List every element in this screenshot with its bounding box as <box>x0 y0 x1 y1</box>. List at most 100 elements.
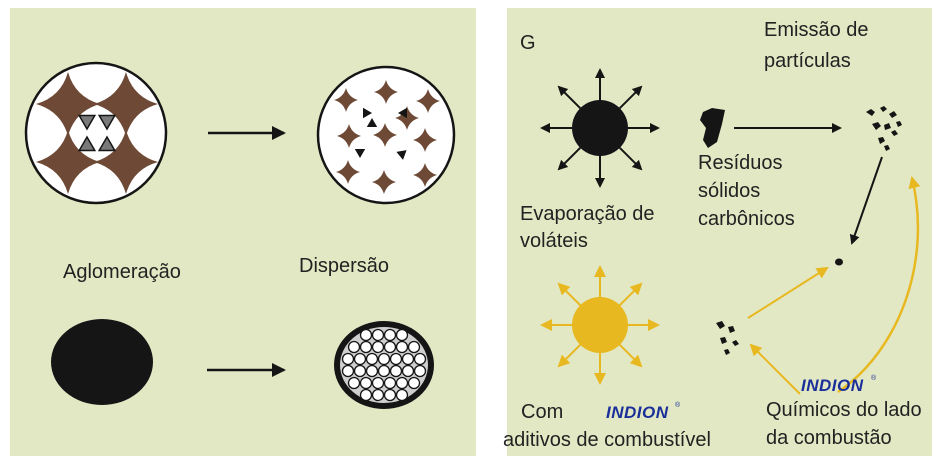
cluster-bubble <box>395 388 409 402</box>
dispersed-star <box>416 89 440 113</box>
additives-label-line2: aditivos de combustível <box>503 429 711 451</box>
solid-particle <box>51 319 153 405</box>
cluster-bubble <box>365 352 379 366</box>
ray-arrow <box>617 282 643 308</box>
cluster-bubble <box>395 376 409 390</box>
cluster-bubble <box>389 364 403 378</box>
additive-oxidation-arrow <box>747 266 829 319</box>
cluster-bubble <box>401 364 415 378</box>
cluster-bubble <box>407 340 421 354</box>
cluster-bubble <box>371 376 385 390</box>
dispersed-star <box>336 160 360 184</box>
cluster-bubble <box>413 352 427 366</box>
dispersed-star <box>374 80 398 104</box>
dispersed-particle <box>396 150 407 160</box>
oxidation-arrow <box>849 156 883 245</box>
ray-arrow <box>557 85 583 111</box>
cluster-bubble <box>347 376 361 390</box>
residue-label-line1: Resíduos <box>698 152 783 174</box>
dispersed-particle <box>354 149 366 158</box>
cluster-bubble <box>395 340 409 354</box>
cluster-bubble <box>365 364 379 378</box>
ray-arrow <box>557 282 583 308</box>
cluster-bubble <box>383 388 397 402</box>
agglomerated-star <box>36 72 100 136</box>
dispersed-star <box>413 163 437 187</box>
agglomerated-star <box>94 72 158 136</box>
cluster-bubble <box>353 364 367 378</box>
agglomerated-particle <box>97 135 117 152</box>
ray-arrow <box>617 145 643 171</box>
agglomerated-particle <box>77 135 97 152</box>
dispersed-stars <box>334 80 440 194</box>
dispersed-star <box>337 124 361 148</box>
cluster-bubble <box>353 352 367 366</box>
dispersed-star <box>373 123 397 147</box>
residue-label-line3: carbônicos <box>698 208 795 230</box>
cluster-bubble <box>377 364 391 378</box>
cluster-bubble <box>377 352 391 366</box>
cluster-bubble <box>359 340 373 354</box>
chemical-action-arrow <box>749 343 801 395</box>
agglomerated-particle <box>97 114 117 131</box>
cluster-bubble <box>413 364 427 378</box>
cluster-bubble <box>359 328 373 342</box>
dispersed-particle <box>398 107 407 119</box>
cluster-bubble <box>371 328 385 342</box>
aggregation-label: Aglomeração <box>63 261 181 283</box>
additive-drop <box>572 297 628 353</box>
cluster-bubble <box>383 328 397 342</box>
emission-label-line2: partículas <box>764 50 851 72</box>
emission-label-line1: Emissão de <box>764 19 869 41</box>
cluster-bubble <box>383 376 397 390</box>
ray-arrow <box>557 342 583 368</box>
evaporation-arrows <box>540 68 660 188</box>
brand-logo-left: INDION <box>606 403 669 422</box>
agglomerated-particles <box>77 114 117 152</box>
brand-mark-left: ® <box>675 401 681 409</box>
cluster-bubble <box>383 340 397 354</box>
cluster-bubble <box>371 340 385 354</box>
cluster-bubble <box>395 328 409 342</box>
dispersed-star <box>372 170 396 194</box>
initial-drop-label: G <box>520 32 536 54</box>
cluster-bubble <box>407 376 421 390</box>
evaporation-label-line1: Evaporação de <box>520 203 655 225</box>
emitted-particles <box>866 106 902 151</box>
cluster-bubble <box>389 352 403 366</box>
carbon-residue <box>700 108 725 148</box>
dispersed-star <box>334 88 358 112</box>
cluster-bubble <box>359 376 373 390</box>
agglomerated-stars <box>36 72 158 194</box>
dispersion-label: Dispersão <box>299 255 389 277</box>
additives-label-line1: Com <box>521 401 563 423</box>
oxidized-particle <box>835 258 843 266</box>
brand-logo-right: INDION <box>801 376 864 395</box>
agglomeration-circle <box>24 61 168 205</box>
ray-arrow <box>617 342 643 368</box>
dispersed-particle <box>366 118 378 127</box>
cluster-bubble <box>347 340 361 354</box>
agglomerated-star <box>36 130 100 194</box>
brand-mark-right: ® <box>871 374 877 382</box>
ray-arrow <box>557 145 583 171</box>
cluster-bubble <box>341 352 355 366</box>
evaporation-label-line2: voláteis <box>520 230 588 252</box>
initial-drop <box>572 100 628 156</box>
cluster-bubble <box>371 388 385 402</box>
cluster-bubble <box>359 388 373 402</box>
chemicals-label-line1: Químicos do lado <box>766 399 922 421</box>
dispersed-star <box>413 128 437 152</box>
chemicals-label-line2: da combustão <box>766 427 892 449</box>
agglomerated-particle <box>77 114 97 131</box>
ray-arrow <box>617 85 643 111</box>
dispersed-particle <box>363 107 372 119</box>
small-residue-particles <box>716 321 739 355</box>
dispersed-cluster-bubbles <box>340 327 428 403</box>
dispersed-particles <box>354 107 407 160</box>
additive-evaporation-arrows <box>540 265 660 385</box>
agglomerated-star <box>94 130 158 194</box>
cluster-bubble <box>401 352 415 366</box>
right-panel <box>507 8 932 456</box>
